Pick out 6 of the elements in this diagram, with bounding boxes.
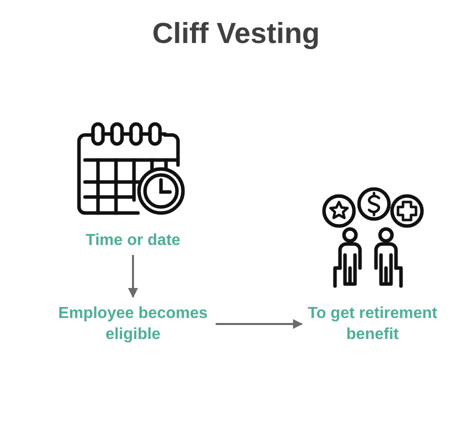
- node-label: Employee becomes eligible: [38, 303, 228, 345]
- arrow: [128, 255, 138, 298]
- arrow: [216, 319, 303, 329]
- node-label: Time or date: [70, 230, 196, 251]
- node-label: To get retirement benefit: [285, 303, 460, 345]
- diagram-title: Cliff Vesting: [151, 18, 321, 51]
